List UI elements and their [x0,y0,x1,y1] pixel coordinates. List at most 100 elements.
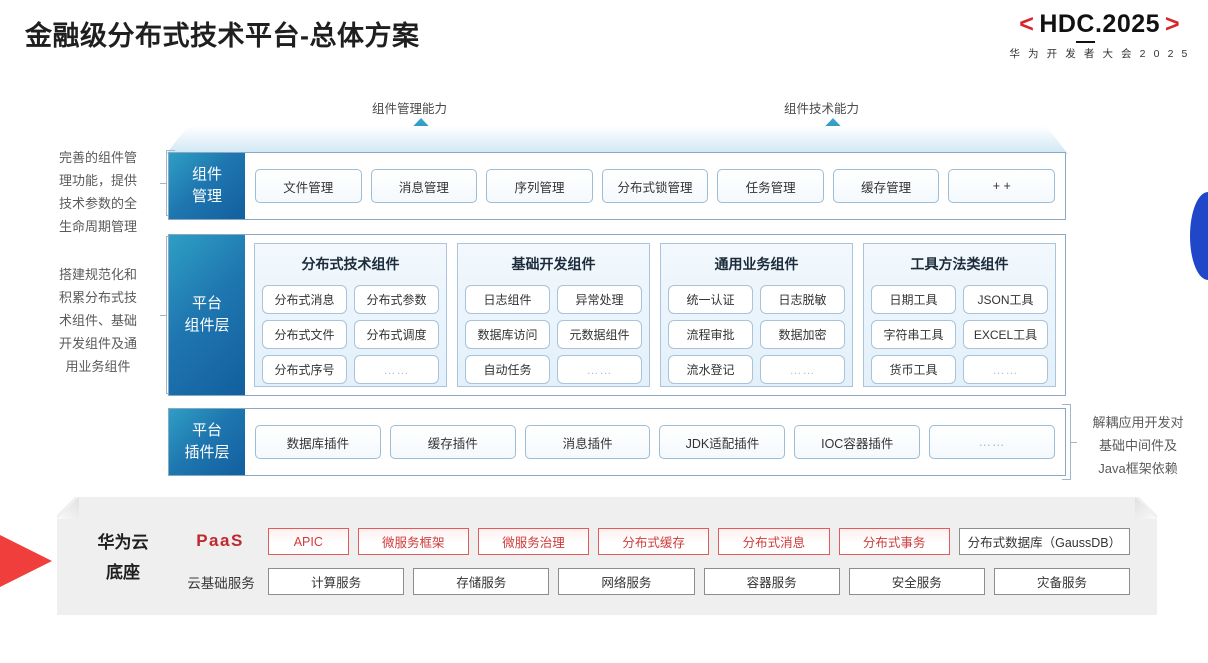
cloud-basic-service-row: 计算服务 存储服务 网络服务 容器服务 安全服务 灾备服务 [268,568,1131,595]
row-label-line: 插件层 [184,444,230,461]
brace-nub [1070,442,1077,443]
paas-box-apic[interactable]: APIC [268,528,349,555]
row-body-platform-plugin-layer: 数据库插件 缓存插件 消息插件 JDK适配插件 IOC容器插件 …… [245,409,1065,475]
arrow-label-component-technology: 组件技术能力 [784,102,860,116]
group-grid-row: 货币工具 …… [871,355,1048,384]
cell-more[interactable]: …… [760,355,845,384]
chip-cache-plugin[interactable]: 缓存插件 [389,425,516,459]
cell-exception-handling[interactable]: 异常处理 [557,285,642,314]
base-title: 华为云 底座 [75,528,171,588]
cloud-box-network-service[interactable]: 网络服务 [558,568,695,595]
cell-database-access[interactable]: 数据库访问 [465,320,550,349]
row-label-line: 管理 [191,188,222,205]
cell-distributed-scheduling[interactable]: 分布式调度 [354,320,439,349]
chip-distributed-lock-management[interactable]: 分布式锁管理 [601,169,709,203]
cell-automated-task[interactable]: 自动任务 [465,355,550,384]
group-title: 基础开发组件 [511,256,596,272]
group-grid-row: 流程审批 数据加密 [668,320,845,349]
paas-box-distributed-message[interactable]: 分布式消息 [718,528,830,555]
cloud-basic-service-label: 云基础服务 [187,576,255,591]
blue-lens-decoration-icon [1190,192,1208,280]
cell-distributed-parameter[interactable]: 分布式参数 [354,285,439,314]
group-title: 通用业务组件 [714,256,799,272]
cell-more[interactable]: …… [557,355,642,384]
cell-distributed-message[interactable]: 分布式消息 [262,285,347,314]
cloud-box-storage-service[interactable]: 存储服务 [413,568,550,595]
paas-box-microservice-framework[interactable]: 微服务框架 [357,528,469,555]
chip-file-management[interactable]: 文件管理 [255,169,362,203]
layer-backdrop [166,126,1068,154]
cell-string-tool[interactable]: 字符串工具 [871,320,956,349]
paas-box-microservice-governance[interactable]: 微服务治理 [477,528,590,555]
chip-task-management[interactable]: 任务管理 [717,169,824,203]
annotation-line: 解耦应用开发对 [1092,415,1184,430]
chip-more[interactable]: …… [929,425,1055,459]
annotation-line: 开发组件及通 [58,336,137,351]
cloud-box-container-service[interactable]: 容器服务 [703,568,840,595]
cloud-box-security-service[interactable]: 安全服务 [848,568,985,595]
cell-currency-tool[interactable]: 货币工具 [871,355,956,384]
group-grid: 统一认证 日志脱敏 流程审批 数据加密 流水登记 …… [668,285,845,384]
cell-transaction-registration[interactable]: 流水登记 [668,355,753,384]
paas-box-distributed-cache[interactable]: 分布式缓存 [598,528,710,555]
annotation-line: 积累分布式技 [58,290,137,305]
chip-ioc-container-plugin[interactable]: IOC容器插件 [794,425,921,459]
cell-process-approval[interactable]: 流程审批 [668,320,753,349]
huawei-cloud-base-panel [57,497,1157,615]
base-title-line: 华为云 [97,533,149,552]
paas-label: PaaS [196,531,244,550]
cell-unified-auth[interactable]: 统一认证 [668,285,753,314]
page-title: 金融级分布式技术平台-总体方案 [25,21,420,51]
cell-data-encryption[interactable]: 数据加密 [760,320,845,349]
group-grid-row: 分布式文件 分布式调度 [262,320,439,349]
component-group-tool-methods: 工具方法类组件 日期工具 JSON工具 字符串工具 EXCEL工具 货币工具 …… [863,243,1056,387]
group-grid: 日期工具 JSON工具 字符串工具 EXCEL工具 货币工具 …… [871,285,1048,384]
row-label-line: 组件 [191,166,222,183]
chip-more[interactable]: + + [948,169,1056,203]
paas-box-distributed-transaction[interactable]: 分布式事务 [838,528,950,555]
cell-more[interactable]: …… [354,355,439,384]
cell-excel-tool[interactable]: EXCEL工具 [963,320,1048,349]
annotation-line: Java框架依赖 [1098,461,1178,476]
chip-sequence-management[interactable]: 序列管理 [486,169,593,203]
chip-database-plugin[interactable]: 数据库插件 [255,425,381,459]
row-body-component-management: 文件管理 消息管理 序列管理 分布式锁管理 任务管理 缓存管理 + + [245,153,1065,219]
brace-nub [160,183,167,184]
group-grid-row: 日期工具 JSON工具 [871,285,1048,314]
row-platform-plugin-layer: 平台 插件层 数据库插件 缓存插件 消息插件 JDK适配插件 IOC容器插件 …… [168,408,1066,476]
row-label-platform-plugin-layer: 平台 插件层 [169,409,245,475]
base-title-line: 底座 [106,563,140,582]
annotation-left-mid: 搭建规范化和 积累分布式技 术组件、基础 开发组件及通 用业务组件 [36,263,160,378]
row-label-line: 组件层 [184,317,230,334]
group-title: 工具方法类组件 [910,256,1009,272]
annotation-line: 生命周期管理 [58,219,137,234]
cell-metadata-component[interactable]: 元数据组件 [557,320,642,349]
row-platform-component-layer: 平台 组件层 分布式技术组件 分布式消息 分布式参数 分布式文件 分布式调度 [168,234,1066,396]
chip-message-management[interactable]: 消息管理 [370,169,478,203]
annotation-left-top: 完善的组件管 理功能，提供 技术参数的全 生命周期管理 [36,146,160,238]
row-label-line: 平台 [191,422,222,439]
cell-log-component[interactable]: 日志组件 [465,285,550,314]
annotation-line: 完善的组件管 [58,150,137,165]
component-group-basic-dev: 基础开发组件 日志组件 异常处理 数据库访问 元数据组件 自动任务 …… [457,243,650,387]
paas-box-distributed-database-gaussdb[interactable]: 分布式数据库（GaussDB） [958,528,1131,555]
cloud-box-disaster-recovery-service[interactable]: 灾备服务 [993,568,1131,595]
row-label-platform-component-layer: 平台 组件层 [169,235,245,395]
group-grid-row: 流水登记 …… [668,355,845,384]
chip-message-plugin[interactable]: 消息插件 [524,425,651,459]
group-grid: 分布式消息 分布式参数 分布式文件 分布式调度 分布式序号 …… [262,285,439,384]
chip-cache-management[interactable]: 缓存管理 [832,169,940,203]
annotation-line: 理功能，提供 [58,173,137,188]
cell-distributed-file[interactable]: 分布式文件 [262,320,347,349]
brace-right [1062,404,1077,480]
hdc-right-bracket-icon: > [1165,10,1181,38]
cell-date-tool[interactable]: 日期工具 [871,285,956,314]
group-grid-row: 日志组件 异常处理 [465,285,642,314]
cell-log-masking[interactable]: 日志脱敏 [760,285,845,314]
cloud-box-compute-service[interactable]: 计算服务 [268,568,405,595]
cell-json-tool[interactable]: JSON工具 [963,285,1048,314]
cell-more[interactable]: …… [963,355,1048,384]
chip-jdk-adapter-plugin[interactable]: JDK适配插件 [659,425,786,459]
cell-distributed-sequence[interactable]: 分布式序号 [262,355,347,384]
